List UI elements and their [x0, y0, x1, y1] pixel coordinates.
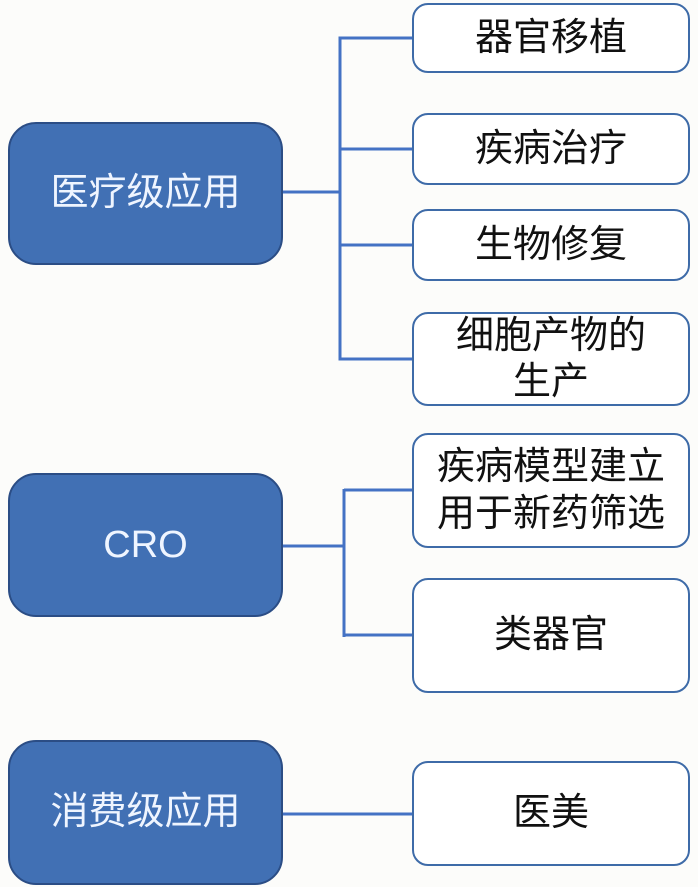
- parent-node-medical-grade-applications: 医疗级应用: [8, 122, 283, 265]
- node-label: 器官移植: [474, 16, 627, 59]
- node-label: 类器官: [493, 614, 608, 657]
- node-label: 疾病模型建立 用于新药筛选: [436, 446, 665, 535]
- parent-node-consumer-grade-applications: 消费级应用: [8, 740, 283, 885]
- child-node-bio-repair: 生物修复: [412, 209, 690, 281]
- child-node-organ-transplant: 器官移植: [412, 3, 690, 73]
- child-node-disease-model-drug-screening: 疾病模型建立 用于新药筛选: [412, 433, 690, 548]
- parent-node-cro: CRO: [8, 473, 283, 617]
- node-label: 疾病治疗: [474, 127, 627, 170]
- node-label: 生物修复: [474, 223, 627, 266]
- child-node-cell-product-production: 细胞产物的 生产: [412, 312, 690, 406]
- node-label: 医疗级应用: [50, 172, 241, 215]
- node-label: 细胞产物的 生产: [455, 314, 646, 403]
- node-label: CRO: [103, 523, 188, 566]
- child-node-organoids: 类器官: [412, 578, 690, 693]
- child-node-medical-aesthetics: 医美: [412, 761, 690, 866]
- child-node-disease-treatment: 疾病治疗: [412, 113, 690, 185]
- node-label: 医美: [512, 792, 589, 835]
- node-label: 消费级应用: [50, 791, 241, 834]
